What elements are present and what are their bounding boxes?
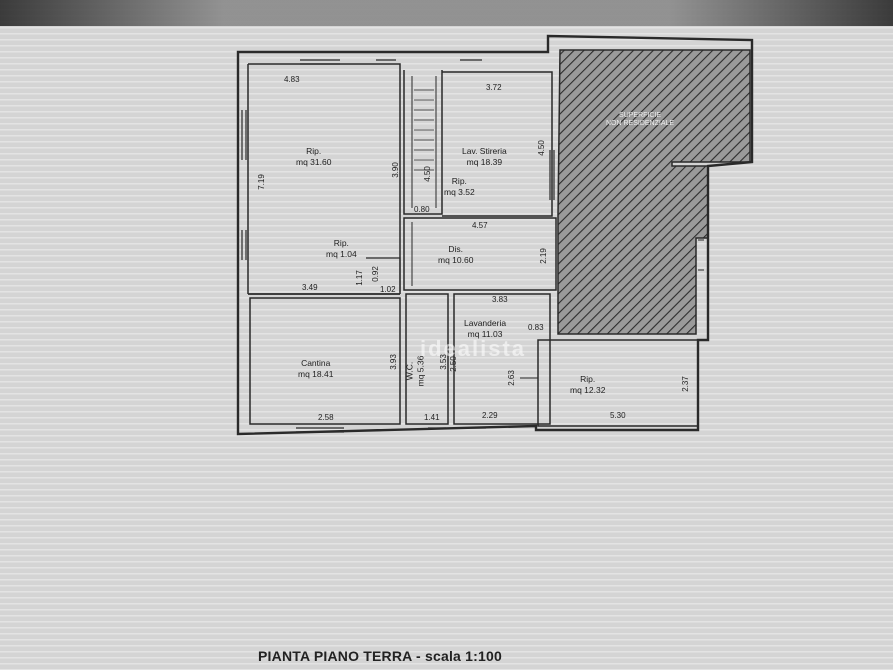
dim-label: 0.80 <box>414 205 430 214</box>
dim-label: 3.49 <box>302 283 318 292</box>
dim-label: 2.63 <box>506 370 516 386</box>
dim-label: 4.50 <box>422 166 432 182</box>
room-label-dis: Dis. mq 10.60 <box>438 244 473 266</box>
room-area: mq 11.03 <box>467 329 503 339</box>
room-label-lav-stireria: Lav. Stireria mq 18.39 <box>462 146 507 168</box>
room-area: mq 3.52 <box>444 187 475 197</box>
room-name: Rip. <box>306 146 322 156</box>
hatched-area-label: SUPERFICIE NON RESIDENZIALE <box>606 112 674 128</box>
room-label-rip-tiny: Rip. mq 1.04 <box>326 238 357 260</box>
room-name: W.C. <box>404 361 415 381</box>
dim-label: 7.19 <box>256 174 266 190</box>
watermark: idealista <box>420 336 527 361</box>
room-area: mq 31.60 <box>296 157 332 167</box>
room-label-lavanderia: Lavanderia mq 11.03 <box>464 318 506 340</box>
dim-label: 3.90 <box>390 162 400 178</box>
room-label-rip-small: Rip. mq 3.52 <box>444 176 475 198</box>
plan-title: PIANTA PIANO TERRA - scala 1:100 <box>258 648 502 664</box>
dim-label: 2.19 <box>538 248 548 264</box>
outer-wall <box>236 34 754 436</box>
room-area: mq 12.32 <box>570 385 606 395</box>
room-name: Lav. Stireria <box>462 146 507 156</box>
hatched-line2: NON RESIDENZIALE <box>606 120 675 127</box>
dim-label: 1.17 <box>354 270 364 286</box>
dim-label: 3.93 <box>388 354 398 370</box>
dim-label: 2.37 <box>680 376 690 392</box>
dim-label: 4.57 <box>472 221 488 230</box>
dim-label: 4.83 <box>284 75 300 84</box>
dim-label: 0.83 <box>528 323 544 332</box>
room-name: Lavanderia <box>464 318 507 328</box>
room-label-rip-right: Rip. mq 12.32 <box>570 374 605 396</box>
dim-label: 4.50 <box>536 140 546 156</box>
dim-label: 1.41 <box>424 413 440 422</box>
room-name: Dis. <box>448 244 464 254</box>
room-name: Rip. <box>333 238 349 248</box>
dim-label: 1.02 <box>380 285 396 294</box>
room-area: mq 10.60 <box>438 255 474 265</box>
room-area: mq 1.04 <box>326 249 357 259</box>
room-name: Cantina <box>301 358 331 368</box>
dim-label: 2.29 <box>482 411 498 420</box>
hatched-line1: SUPERFICIE <box>619 112 662 119</box>
dim-label: 3.72 <box>486 83 502 92</box>
room-name: Rip. <box>580 374 596 384</box>
room-label-rip-big: Rip. mq 31.60 <box>296 146 331 168</box>
dim-label: 5.30 <box>610 411 626 420</box>
room-area: mq 18.41 <box>298 369 334 379</box>
room-name: Rip. <box>451 176 467 186</box>
room-area: mq 18.39 <box>466 157 503 167</box>
hatched-area <box>557 49 751 335</box>
dim-label: 2.58 <box>318 413 334 422</box>
dim-label: 3.83 <box>492 295 508 304</box>
dim-label: 0.92 <box>370 266 380 282</box>
room-label-cantina: Cantina mq 18.41 <box>298 358 333 380</box>
